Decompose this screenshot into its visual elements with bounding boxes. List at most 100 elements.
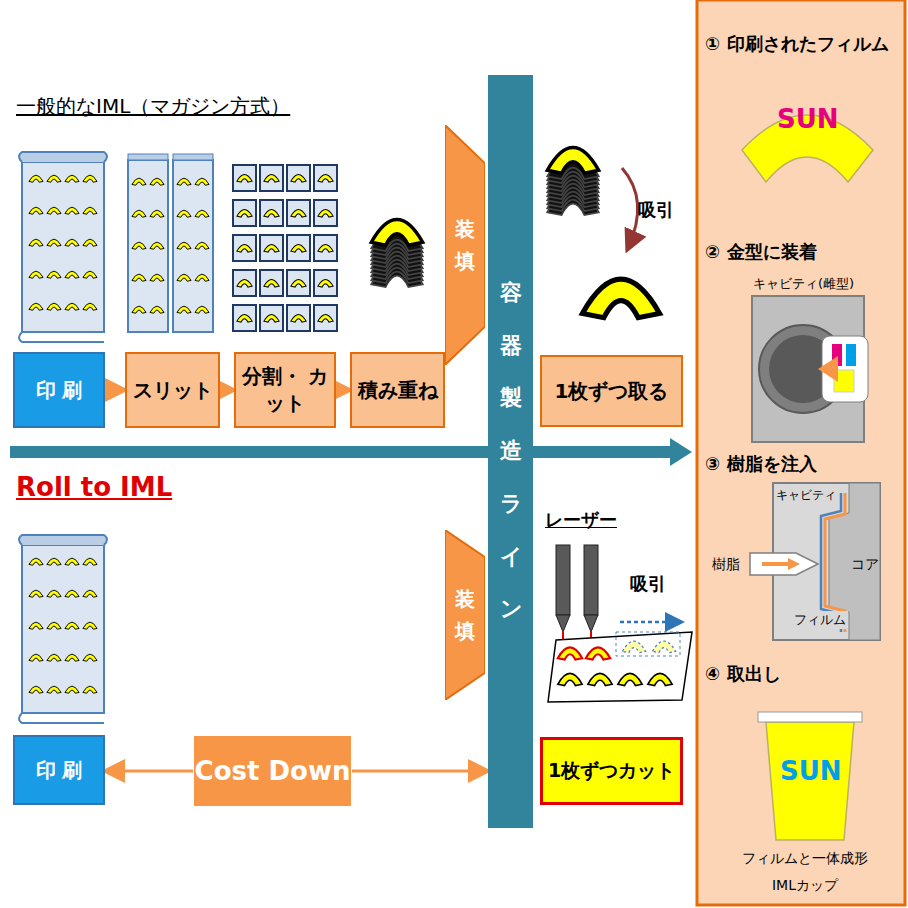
cut-piece (260, 165, 283, 191)
cut-piece (233, 165, 256, 191)
node-text: Cost Down (195, 756, 351, 786)
cut-label (586, 647, 610, 659)
label-arc (83, 654, 97, 661)
node-text: 装填 (455, 213, 475, 277)
cut-piece (260, 305, 283, 331)
label-arc (150, 242, 164, 249)
flow-arrow-head (670, 438, 692, 466)
label-arc (83, 271, 97, 278)
label-arc (318, 209, 333, 217)
label-arc (264, 314, 279, 322)
production-line-band: 容器製造ライン (488, 75, 533, 828)
label-arc (177, 178, 191, 185)
label-arc (83, 622, 97, 629)
film-sheet (548, 632, 692, 702)
label-arc (237, 244, 252, 252)
flow-arrow (337, 389, 348, 392)
film-roll (19, 535, 107, 723)
label-arc (65, 271, 79, 278)
step-heading: ④ 取出し (705, 662, 781, 686)
label-arc (264, 279, 279, 287)
chevron-fill (445, 530, 485, 700)
label-arc (318, 244, 333, 252)
label-arc (195, 210, 209, 217)
step-heading: ③ 樹脂を注入 (705, 452, 817, 476)
label-arc (588, 673, 612, 685)
label-arc (291, 174, 306, 182)
label-arc (195, 274, 209, 281)
label-arc (65, 590, 79, 597)
print-box: 印 刷 (13, 352, 105, 428)
label-arc (47, 303, 61, 310)
section-heading: 一般的なIML（マガジン方式） (16, 93, 290, 120)
slit-strips (128, 154, 213, 332)
chevron-shape (445, 530, 485, 700)
label-arc (29, 207, 43, 214)
load-chevron: 装填 (445, 125, 485, 365)
label-arc (29, 590, 43, 597)
cut-piece (233, 270, 256, 296)
process-flow-arrow (10, 446, 672, 458)
label-arc (291, 314, 306, 322)
node-text: 分割・ カット (236, 363, 334, 417)
mold (752, 296, 868, 442)
label-arc (558, 673, 582, 685)
label-arc (237, 314, 252, 322)
cut-labels (233, 165, 337, 331)
label-arc (264, 244, 279, 252)
label-arc (150, 178, 164, 185)
node-text: 印 刷 (36, 377, 83, 404)
laser-cut-labels (558, 641, 676, 686)
suction-zone (616, 632, 680, 656)
label-arc (29, 239, 43, 246)
label-arc (150, 306, 164, 313)
node-text: 印 刷 (36, 757, 83, 784)
label-arc (83, 175, 97, 182)
label-arc (47, 622, 61, 629)
node-text: 1枚ずつカット (548, 758, 675, 784)
cut-piece (314, 200, 337, 226)
cut-piece (260, 200, 283, 226)
cut-piece (314, 165, 337, 191)
label-arc (29, 271, 43, 278)
flow-arrow (107, 770, 193, 773)
label-arc (47, 686, 61, 693)
cut-piece (260, 235, 283, 261)
label-arc (29, 303, 43, 310)
node-text: 1枚ずつ取る (555, 378, 669, 405)
label-arc (29, 686, 43, 693)
cut-piece (233, 305, 256, 331)
label-arc (29, 622, 43, 629)
cut-piece (314, 270, 337, 296)
chevron-shape (445, 125, 485, 365)
label-arc (264, 209, 279, 217)
section-heading: Roll to IML (16, 472, 172, 502)
load-chevron: 装填 (445, 530, 485, 700)
label-arc (83, 303, 97, 310)
node-text: スリット (133, 377, 213, 404)
label-arc (132, 306, 146, 313)
cut-piece (260, 270, 283, 296)
label-arc (47, 175, 61, 182)
cut-piece (287, 200, 310, 226)
cut-piece (287, 165, 310, 191)
label-arc (195, 242, 209, 249)
film-roll (19, 152, 107, 342)
injection-mold (750, 483, 880, 640)
logo-text: SUN (777, 104, 837, 134)
suction-label: 吸引 (630, 572, 666, 596)
laser-label: レーザー (545, 508, 617, 532)
cut-piece (233, 235, 256, 261)
label-arc (291, 279, 306, 287)
flow-arrow (106, 389, 123, 392)
label-arc (47, 654, 61, 661)
part-label: コア (851, 556, 879, 574)
label-arc (65, 686, 79, 693)
label-arc (29, 175, 43, 182)
print-box: 印 刷 (13, 735, 105, 805)
label-arc (150, 210, 164, 217)
label-arc (318, 314, 333, 322)
flow-arrow (221, 389, 232, 392)
iml-cup (758, 712, 862, 840)
